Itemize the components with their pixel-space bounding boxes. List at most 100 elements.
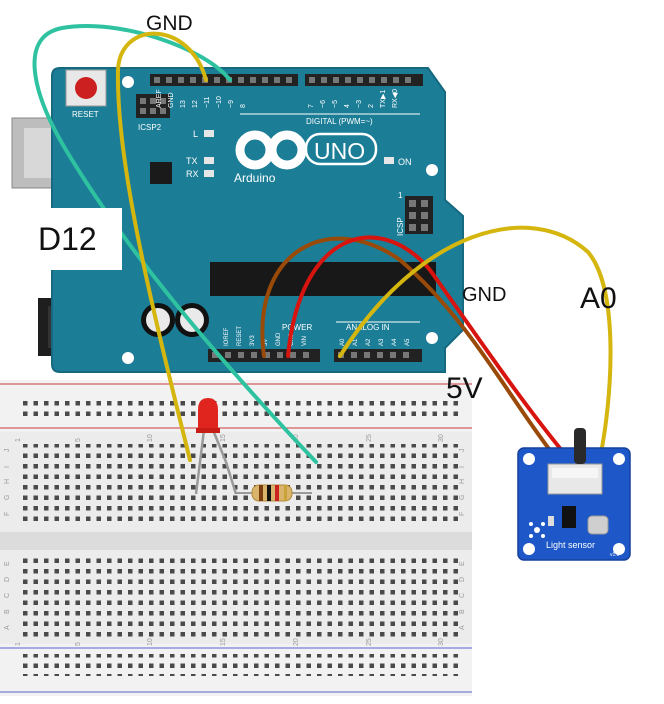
breadboard-row-letter: B — [4, 609, 11, 614]
led-l — [204, 130, 214, 137]
breadboard-row-letter: C — [459, 593, 466, 598]
breadboard-row-letter: J — [4, 449, 11, 453]
power-pin-label: IOREF — [224, 327, 230, 346]
icsp2-label: ICSP2 — [138, 123, 162, 132]
digital-pin-label: 13 — [180, 100, 187, 108]
led-tx — [204, 157, 214, 164]
digital-pin-hole — [381, 77, 387, 83]
breadboard-column-number: 15 — [220, 434, 227, 442]
breadboard-row-letter: D — [4, 577, 11, 582]
breadboard-row-letter: B — [459, 609, 466, 614]
breadboard-row-letter: F — [4, 512, 11, 516]
digital-pin-hole — [238, 77, 244, 83]
breadboard-row-letter: E — [459, 561, 466, 566]
analog-pin-hole — [364, 352, 370, 358]
digital-pin-label: 2 — [368, 104, 375, 108]
digital-pin-hole — [178, 77, 184, 83]
digital-pin-hole — [154, 77, 160, 83]
sensor-version: v1.0 — [610, 552, 620, 558]
analog-pin-hole — [351, 352, 357, 358]
uno-badge — [304, 132, 378, 166]
icsp-label: ICSP — [396, 217, 405, 236]
digital-pin-hole — [309, 77, 315, 83]
red-led — [194, 398, 238, 495]
digital-pin-label: GND — [168, 92, 175, 108]
digital-pin-hole — [214, 77, 220, 83]
power-pin-hole — [212, 352, 218, 358]
tx-label: TX — [186, 156, 198, 166]
icsp-number: 1 — [398, 191, 403, 200]
digital-pin-label: ~10 — [216, 96, 223, 108]
light-sensor-module — [517, 447, 631, 561]
led-rx — [204, 170, 214, 177]
photoresistor — [574, 428, 586, 464]
icsp2-header — [136, 94, 170, 118]
breadboard-column-number: 20 — [293, 638, 300, 646]
analog-pin-label: A3 — [379, 338, 385, 346]
analog-pin-label: A0 — [340, 338, 346, 346]
digital-pin-label: TX▶1 — [380, 90, 387, 108]
usb-chip — [150, 162, 172, 184]
breadboard-column-number: 25 — [366, 434, 373, 442]
power-pin-hole — [225, 352, 231, 358]
breadboard-row-letter: H — [459, 479, 466, 484]
digital-pin-hole — [250, 77, 256, 83]
breadboard-row-letter: G — [459, 495, 466, 500]
breadboard-row-letter: D — [459, 577, 466, 582]
led-l-label: L — [193, 129, 198, 139]
breadboard-row-letter: C — [4, 593, 11, 598]
digital-pin-label: 12 — [192, 100, 199, 108]
digital-pin-hole — [262, 77, 268, 83]
analog-pin-label: A1 — [353, 338, 359, 346]
seeed-logo-icon — [529, 522, 545, 538]
breadboard-column-number: 30 — [438, 638, 445, 646]
breadboard-row-letter: G — [4, 495, 11, 500]
d12-label: D12 — [0, 208, 122, 270]
arduino-logo-icon — [235, 130, 307, 170]
digital-header-left — [150, 74, 298, 86]
power-pin-hole — [277, 352, 283, 358]
digital-pin-label: 7 — [308, 104, 315, 108]
breadboard-column-number: 25 — [366, 638, 373, 646]
digital-pin-hole — [357, 77, 363, 83]
resistor — [236, 484, 312, 502]
a0-label: A0 — [580, 282, 617, 315]
reset-button — [65, 69, 107, 107]
breadboard-row-letter: J — [459, 449, 466, 453]
wire-5v-brown — [260, 236, 558, 460]
five-v-label: 5V — [446, 372, 483, 405]
analog-pin-hole — [377, 352, 383, 358]
digital-pin-hole — [333, 77, 339, 83]
breadboard-row-letter: H — [4, 479, 11, 484]
digital-pin-label: ~6 — [320, 100, 327, 108]
power-pin-label: 3V3 — [250, 335, 256, 346]
power-pin-hole — [303, 352, 309, 358]
power-pin-label: RESET — [237, 326, 243, 346]
digital-pin-label: 8 — [240, 104, 247, 108]
digital-pin-hole — [369, 77, 375, 83]
analog-pin-label: A4 — [392, 338, 398, 346]
mounting-hole — [122, 76, 134, 88]
mounting-hole — [122, 352, 134, 364]
digital-pin-label: AREF — [156, 89, 163, 108]
digital-pin-label: ~11 — [204, 97, 211, 108]
breadboard-column-number: 15 — [220, 638, 227, 646]
power-pin-hole — [290, 352, 296, 358]
digital-pin-label: 4 — [344, 104, 351, 108]
gnd-right-label: GND — [462, 284, 507, 306]
breadboard-row-letter: E — [4, 561, 11, 566]
arduino-brand: Arduino — [234, 171, 276, 185]
digital-pin-hole — [166, 77, 172, 83]
digital-pin-hole — [345, 77, 351, 83]
analog-pin-label: A5 — [405, 338, 411, 346]
analog-pin-hole — [390, 352, 396, 358]
wire-gnd-yellow — [115, 31, 208, 462]
analog-pin-label: A2 — [366, 338, 372, 346]
breadboard-column-number: 1 — [15, 642, 22, 646]
breadboard-row-letter: F — [459, 512, 466, 516]
breadboard-column-number: 1 — [15, 438, 22, 442]
sensor-title: Light sensor — [546, 540, 595, 550]
